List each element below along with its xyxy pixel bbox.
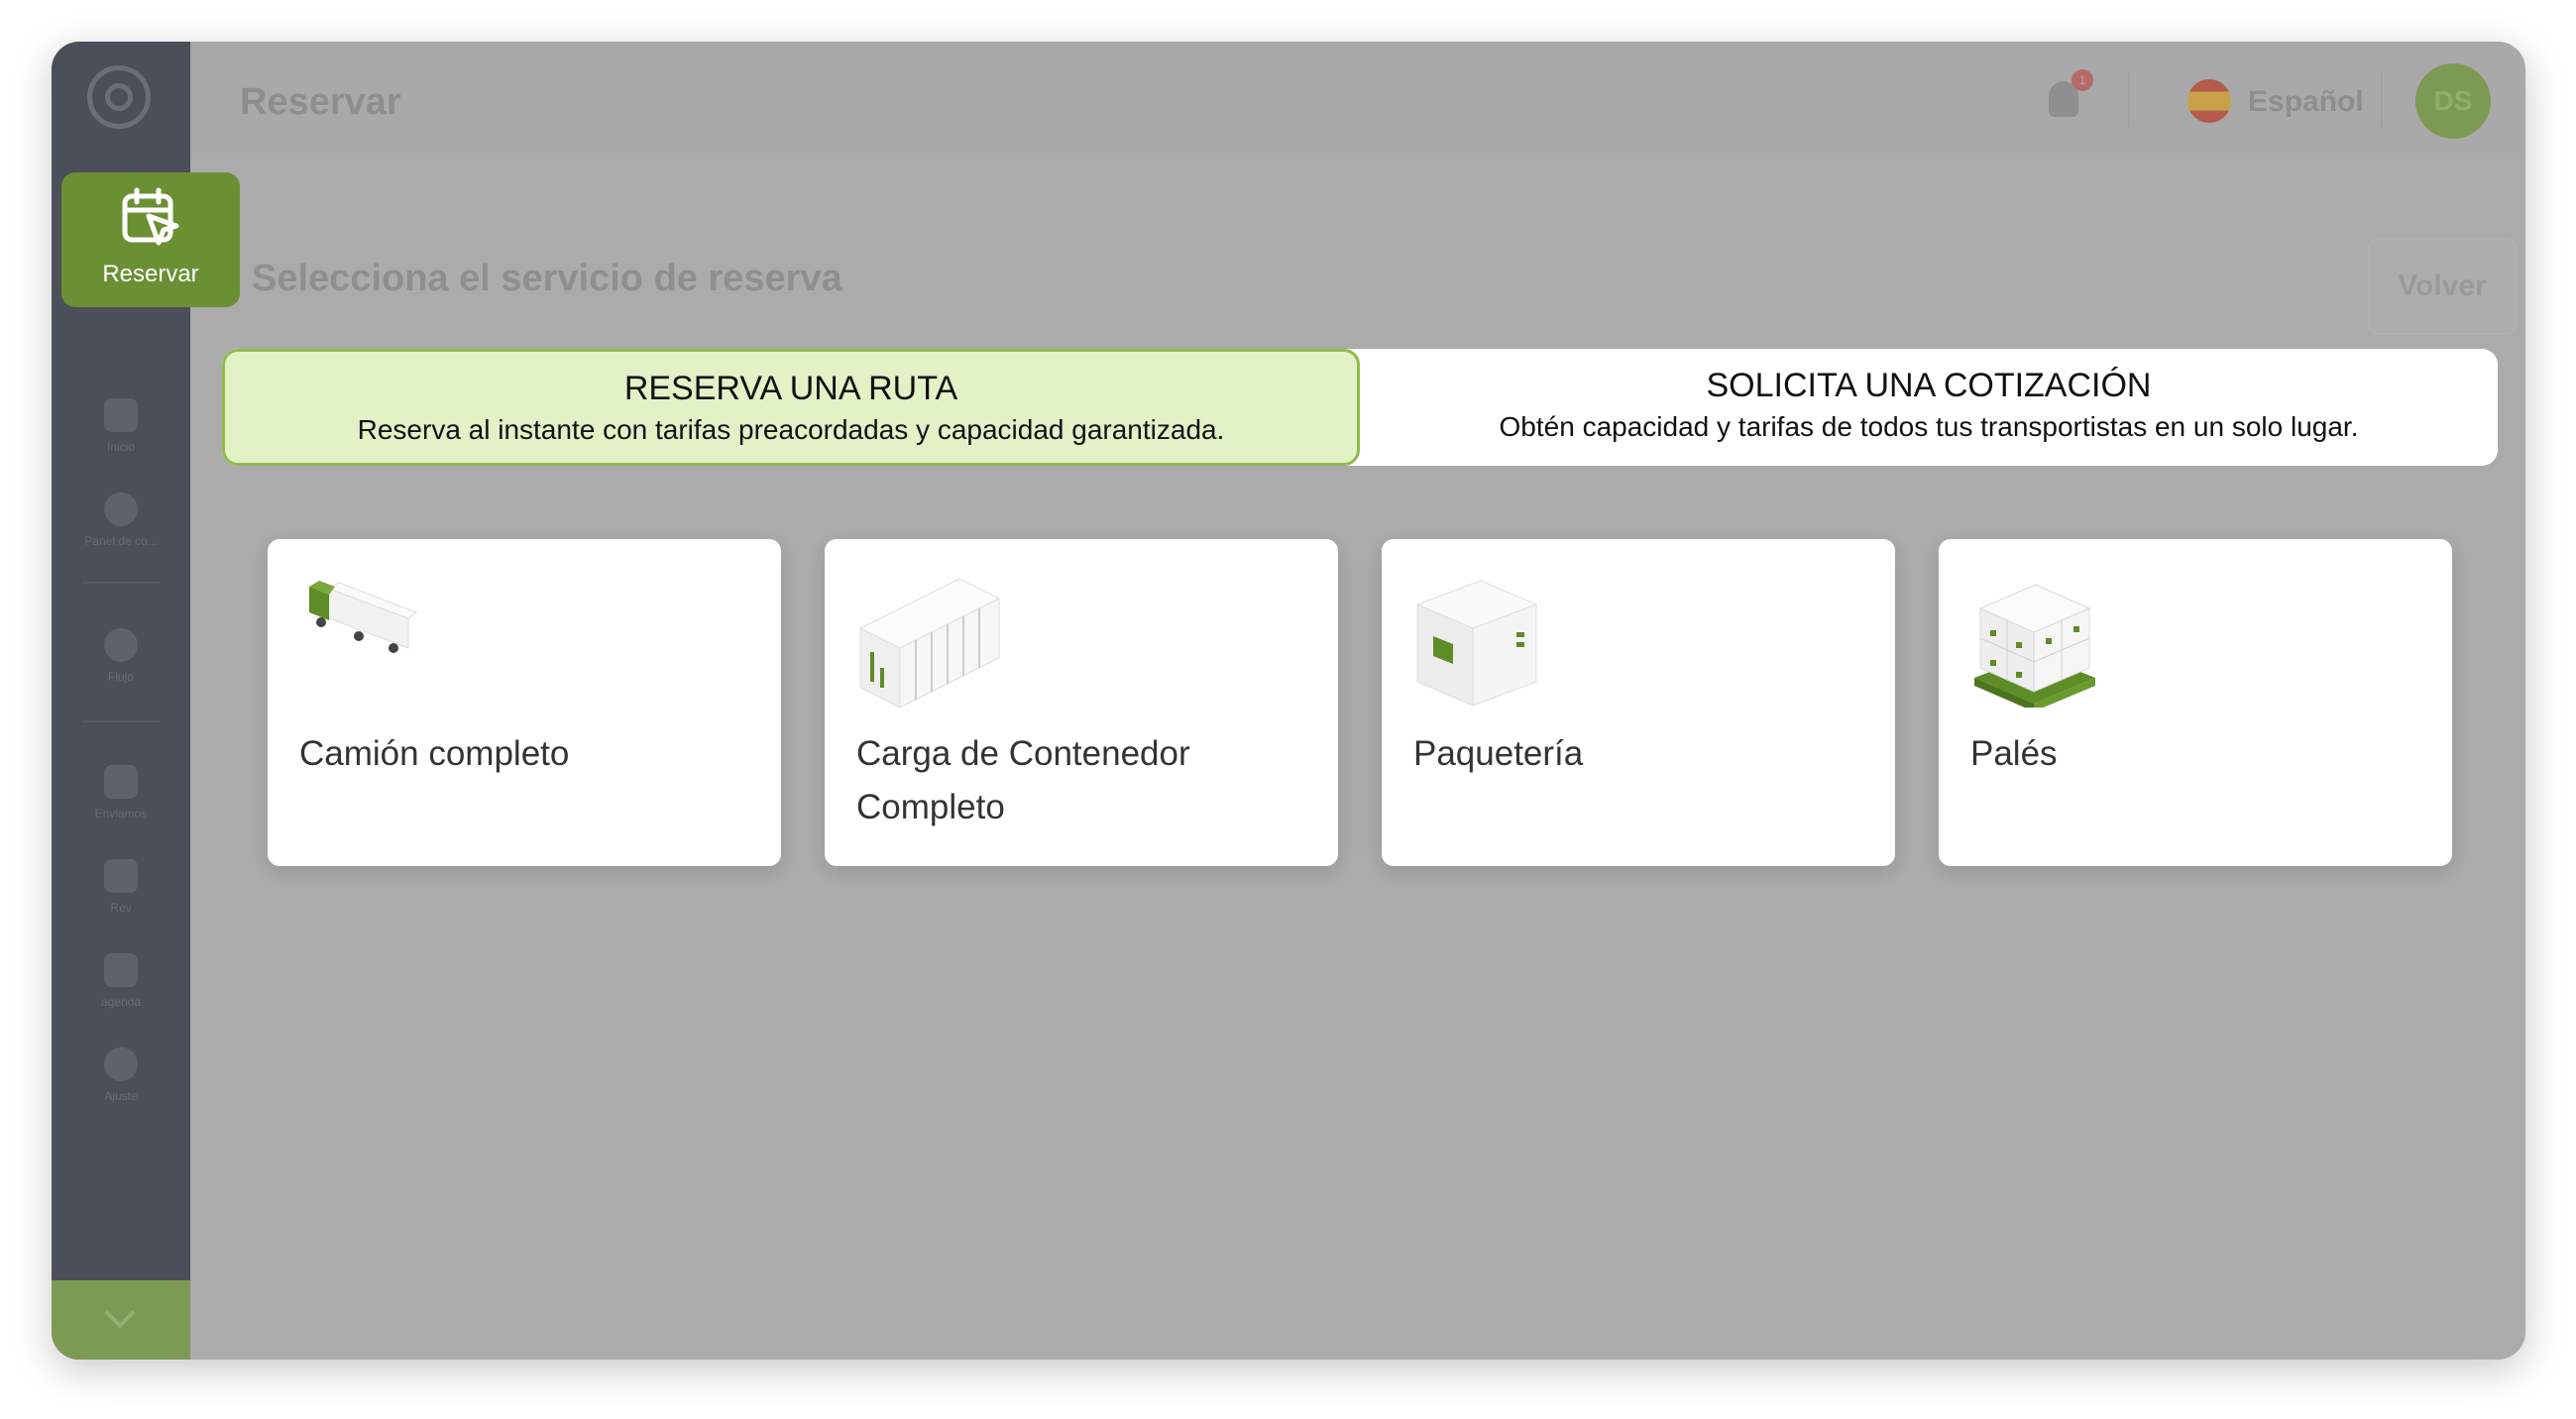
app-window: Inicio Panel de co... Flujo Enviamos Rev…: [52, 42, 2525, 1360]
service-name: Paquetería: [1413, 734, 1584, 773]
sidebar-item-label: agenda: [100, 995, 142, 1009]
chevron-down-icon: [104, 1297, 136, 1329]
sidebar-item-flujo[interactable]: Flujo: [52, 628, 190, 684]
notification-badge: 1: [2072, 69, 2093, 91]
service-name: Camión completo: [299, 734, 570, 773]
sidebar-item-label: Reservar: [102, 261, 199, 287]
sidebar-item-agenda[interactable]: agenda: [52, 953, 190, 1009]
back-button[interactable]: Volver: [2368, 238, 2517, 335]
service-name: Carga de Contenedor Completo: [856, 734, 1190, 826]
service-card-contenedor[interactable]: Carga de Contenedor Completo: [825, 539, 1338, 866]
header-divider: [2128, 71, 2130, 127]
logo-icon: [87, 65, 151, 129]
service-card-pales[interactable]: Palés: [1939, 539, 2452, 866]
booking-mode-tabs: RESERVA UNA RUTA Reserva al instante con…: [222, 349, 2498, 466]
sidebar-item-label: Rev: [110, 901, 132, 915]
header-divider: [2381, 71, 2383, 127]
sidebar-item-panel[interactable]: Panel de co...: [52, 492, 190, 548]
tab-title: RESERVA UNA RUTA: [623, 370, 958, 407]
sidebar-item-ajuste[interactable]: Ajuste: [52, 1047, 190, 1103]
container-icon: [858, 578, 1001, 708]
service-card-paqueteria[interactable]: Paquetería: [1382, 539, 1895, 866]
sidebar-item-enviamos[interactable]: Enviamos: [52, 765, 190, 820]
sidebar-divider: [81, 720, 161, 722]
sidebar-item-label: Inicio: [106, 440, 135, 454]
gear-icon: [104, 1047, 138, 1081]
tab-title: SOLICITA UNA COTIZACIÓN: [1706, 367, 2152, 404]
tab-solicita-cotizacion[interactable]: SOLICITA UNA COTIZACIÓN Obtén capacidad …: [1360, 349, 2498, 466]
tab-reserva-ruta[interactable]: RESERVA UNA RUTA Reserva al instante con…: [222, 349, 1360, 466]
language-selector[interactable]: Español: [2248, 85, 2364, 118]
agenda-icon: [104, 953, 138, 987]
calendar-cursor-icon: [122, 187, 179, 246]
sidebar-item-reservar[interactable]: Reservar: [61, 172, 240, 307]
sidebar-item-label: Panel de co...: [84, 534, 158, 548]
section-title: Selecciona el servicio de reserva: [252, 258, 842, 299]
pallet-icon: [1974, 584, 2095, 708]
sidebar-item-label: Enviamos: [94, 807, 148, 820]
service-name: Palés: [1970, 734, 2058, 773]
package-icon: [1415, 580, 1538, 707]
chart-icon: [104, 492, 138, 526]
truck-icon: [309, 581, 418, 653]
sidebar-item-inicio[interactable]: Inicio: [52, 398, 190, 454]
tab-subtitle: Obtén capacidad y tarifas de todos tus t…: [1499, 411, 2359, 442]
sidebar-divider: [81, 582, 161, 584]
sidebar-item-rev[interactable]: Rev: [52, 859, 190, 915]
sidebar-item-label: Flujo: [107, 670, 134, 684]
spain-flag-icon[interactable]: [2187, 79, 2231, 123]
home-icon: [104, 398, 138, 432]
file-icon: [104, 859, 138, 893]
page-title: Reservar: [240, 81, 401, 123]
subheader: Selecciona el servicio de reserva Volver: [190, 159, 2525, 357]
avatar[interactable]: DS: [2415, 63, 2491, 139]
sidebar-collapse-button[interactable]: [52, 1280, 190, 1360]
tab-subtitle: Reserva al instante con tarifas preacord…: [357, 414, 1225, 445]
service-card-camion[interactable]: Camión completo: [268, 539, 781, 866]
document-icon: [104, 765, 138, 799]
flow-icon: [104, 628, 138, 662]
top-bar: Reservar 1 Español DS: [190, 42, 2525, 159]
sidebar-item-label: Ajuste: [104, 1089, 138, 1103]
